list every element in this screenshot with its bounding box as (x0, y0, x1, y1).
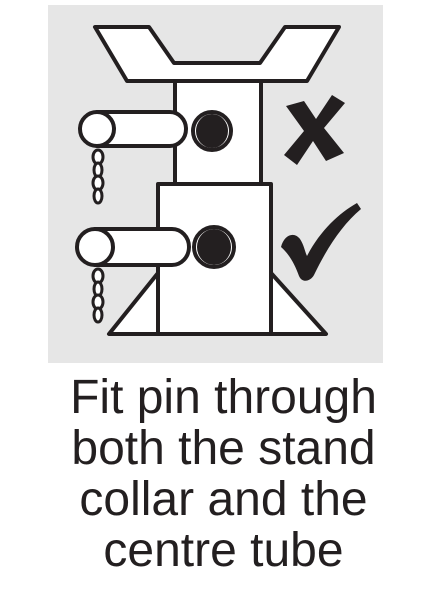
stand-saddle (93, 25, 341, 83)
caption-line-3: collar and the (79, 473, 368, 526)
instruction-caption: Fit pin through both the stand collar an… (0, 372, 447, 576)
chain-lower (91, 267, 105, 324)
tick-icon (281, 203, 361, 281)
pin-wrong-position (78, 110, 233, 152)
stand-base-right (269, 271, 328, 336)
cross-icon (284, 95, 345, 165)
caption-line-1: Fit pin through (70, 371, 377, 424)
caption-line-4: centre tube (103, 524, 344, 577)
chain-upper (91, 148, 105, 205)
instruction-illustration (48, 5, 383, 363)
caption-line-2: both the stand (71, 422, 376, 475)
pin-correct-position (75, 225, 236, 269)
stand-base-left (107, 271, 160, 336)
